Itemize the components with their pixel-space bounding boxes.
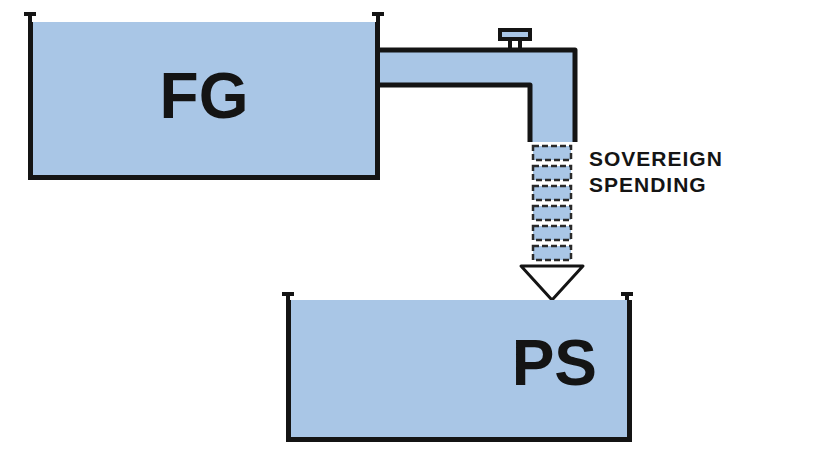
arrow-head	[521, 266, 583, 300]
pipe-fill	[376, 50, 575, 142]
water-stream	[533, 146, 571, 160]
flow-connector	[380, 67, 583, 300]
water-tank: PS	[286, 300, 632, 442]
water-stream	[533, 186, 571, 200]
pipe-flow	[380, 67, 558, 142]
pipe-outline	[376, 50, 575, 142]
water-stream	[533, 246, 571, 260]
tap-handle	[500, 30, 530, 39]
flow-label: SOVEREIGN SPENDING	[587, 146, 725, 199]
tank-label: PS	[512, 331, 597, 395]
water-stream	[533, 226, 571, 240]
tank-label: FG	[160, 64, 249, 128]
water-stream	[533, 206, 571, 220]
water-stream	[533, 166, 571, 180]
water-tank: FG	[28, 22, 380, 180]
